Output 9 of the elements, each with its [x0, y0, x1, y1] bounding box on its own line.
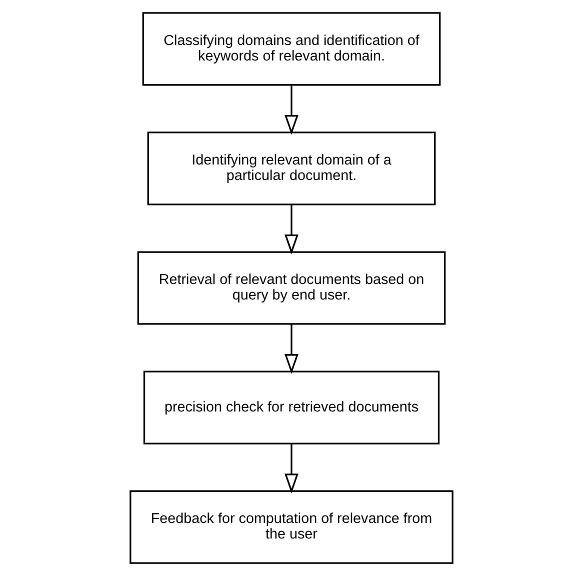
arrow [284, 84, 298, 135]
node-box: precision check for retrieved documents [142, 370, 440, 444]
node-box: Feedback for computation of relevance from the user [129, 490, 453, 564]
arrow [284, 324, 298, 374]
node-box: Identifying relevant domain of a particular document. [146, 132, 436, 206]
node-box: Retrieval of relevant documents based on query by end user. [136, 251, 446, 325]
arrow [284, 204, 298, 254]
node-box: Classifying domains and identification of keywords of relevant domain. [142, 12, 440, 86]
arrow [284, 444, 298, 494]
